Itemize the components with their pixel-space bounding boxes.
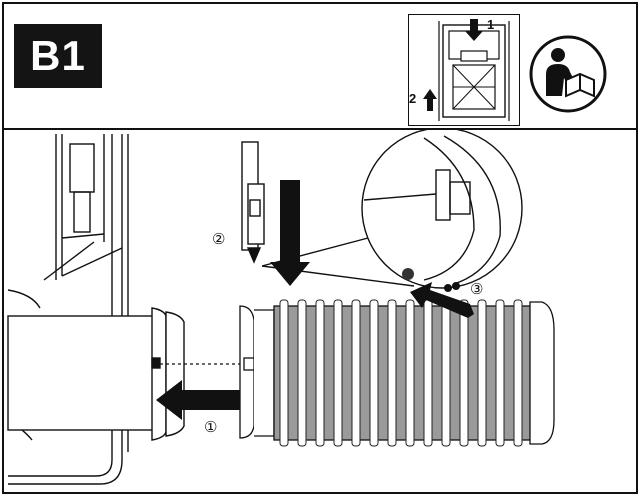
detail-magnifier (261, 130, 523, 289)
screw-icon (402, 268, 414, 280)
inset-label-2: 2 (409, 91, 417, 106)
hose-ribs (279, 299, 523, 447)
step-label-1: ① (204, 419, 217, 436)
step-label-3: ③ (470, 281, 483, 298)
down-arrow-icon (270, 180, 310, 286)
assembly-illustration: ② ③ ① (7, 130, 555, 485)
clip-part (241, 141, 265, 264)
step-label-2: ② (212, 231, 225, 248)
left-arrow-icon (156, 380, 240, 420)
pipe-stub (7, 307, 185, 441)
up-arrow-icon (423, 89, 437, 111)
screw-icon (452, 282, 460, 290)
appliance-body (7, 134, 129, 485)
instruction-panel: B1 1 2 (2, 2, 638, 494)
inset-label-1: 1 (487, 17, 495, 32)
step-badge: B1 (14, 24, 102, 88)
inset-diagram (423, 19, 510, 121)
read-manual-icon (528, 34, 608, 114)
diagonal-arrow-icon (410, 282, 474, 318)
down-arrow-icon (465, 19, 483, 41)
header-strip: B1 1 2 (4, 4, 636, 130)
corrugated-hose (239, 299, 555, 447)
inset-detail: 1 2 (408, 14, 520, 126)
screw-icon (444, 284, 452, 292)
